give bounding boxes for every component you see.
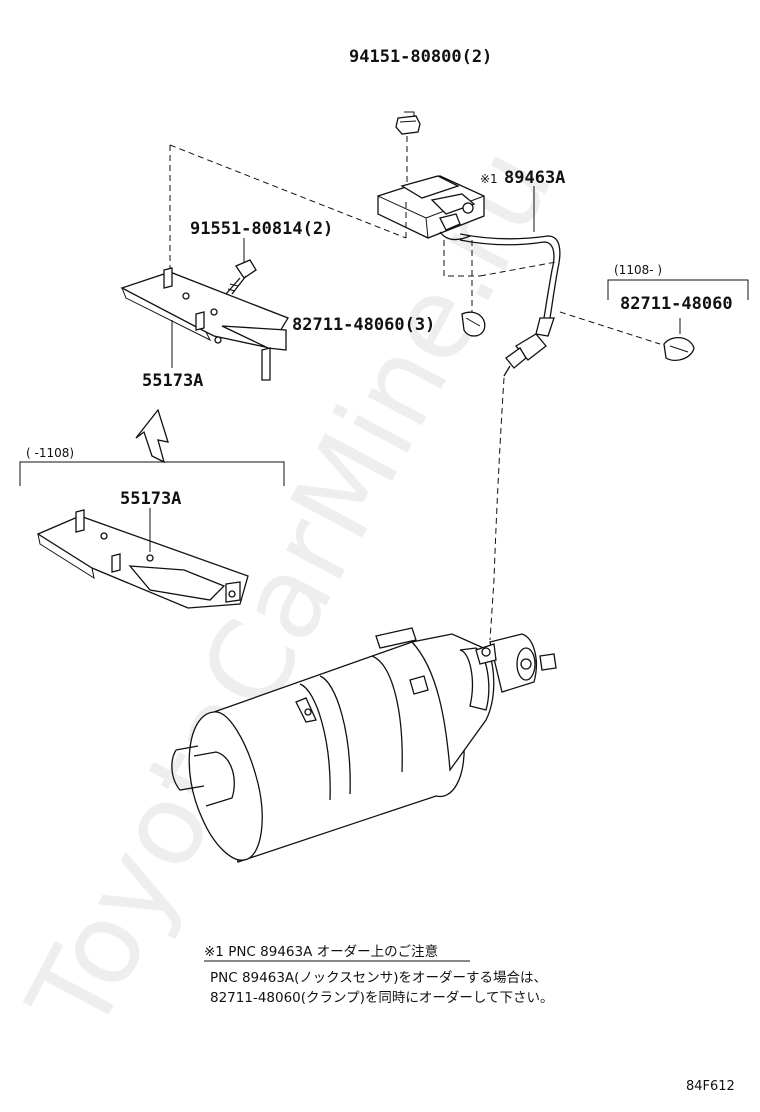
bracket-upper-part [120, 267, 289, 381]
note-line-1: PNC 89463A(ノックスセンサ)をオーダーする場合は、 [210, 970, 547, 986]
exhaust-converter-part [171, 627, 557, 863]
label-sensor: 89463A [504, 168, 565, 188]
bolt-part [225, 259, 257, 295]
label-bracket-lower: 55173A [120, 489, 181, 509]
watermark-text: ToyotaCarMine.ru [4, 128, 579, 1054]
label-bracket-upper: 55173A [142, 371, 203, 391]
label-bolt: 91551-80814(2) [190, 219, 333, 239]
note-line-2: 82711-48060(クランプ)を同時にオーダーして下さい。 [210, 990, 554, 1006]
diagram-code: 84F612 [686, 1079, 735, 1094]
label-nut: 94151-80800(2) [349, 47, 492, 67]
bracket-lower-part [36, 509, 249, 609]
label-clamp-right: 82711-48060 [620, 294, 733, 314]
clamp-right-part [663, 318, 695, 362]
nox-sensor-part [377, 175, 561, 377]
label-range-lower-bracket: ( -1108) [26, 446, 74, 460]
clamp-left-part [461, 311, 486, 337]
direction-arrow [135, 408, 169, 464]
label-sensor-mark: ※1 [480, 172, 498, 186]
nut-part [395, 111, 421, 135]
note-title: ※1 PNC 89463A オーダー上のご注意 [204, 943, 438, 960]
label-range-right-clamp: (1108- ) [614, 263, 662, 277]
label-clamp-left: 82711-48060(3) [292, 315, 435, 335]
